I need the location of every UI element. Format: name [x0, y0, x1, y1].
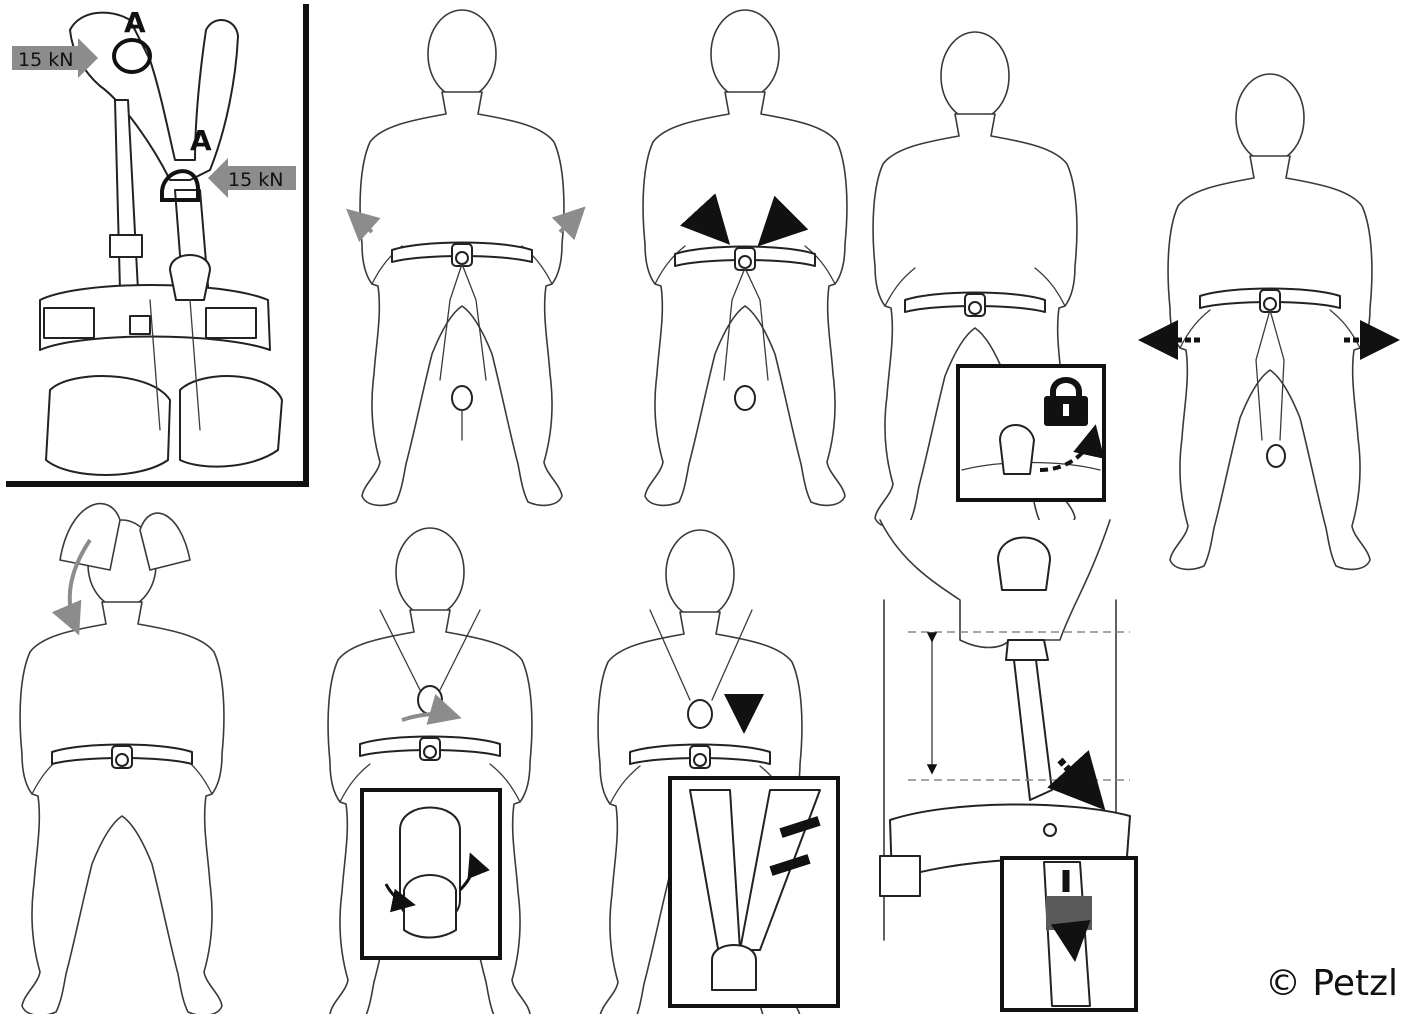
anchor-label-front: A — [190, 124, 212, 157]
step-open-belt — [352, 10, 580, 505]
step-tighten-buckle — [873, 32, 1104, 527]
anchor-label-top: A — [124, 6, 146, 39]
buckle-gray — [1046, 896, 1092, 930]
copyright-text: © Petzl — [1265, 963, 1398, 1004]
step-adjust-shoulder — [598, 530, 838, 1014]
force-label-front: 15 kN — [228, 169, 283, 191]
step-put-on-chest — [20, 504, 224, 1014]
step-close-belt — [643, 10, 847, 505]
harness-anchor-diagram: A A 15 kN 15 kN — [6, 4, 306, 484]
force-label-top: 15 kN — [18, 49, 73, 71]
step-adjust-leg-loop — [880, 520, 1136, 1010]
step-connect-carabiner — [328, 528, 532, 1014]
step-check-fit — [1148, 74, 1390, 569]
